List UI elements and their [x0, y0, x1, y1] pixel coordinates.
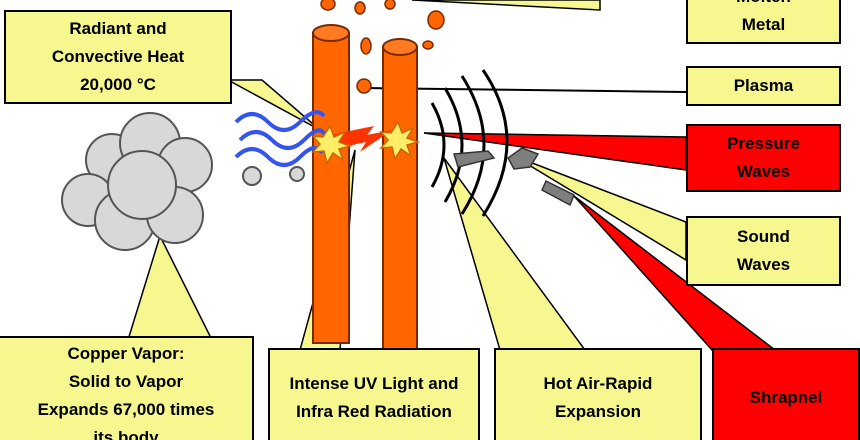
- arc-flash-left-icon: [311, 124, 353, 165]
- molten-metal-callout: Molten Metal: [686, 0, 841, 44]
- right-conductor: [382, 38, 418, 353]
- copper-vapor-pointer: [126, 233, 214, 341]
- copper-vapor-callout: Copper Vapor: Solid to Vapor Expands 67,…: [0, 336, 254, 440]
- uv-light-callout: Intense UV Light and Infra Red Radiation: [268, 348, 480, 440]
- heat-waves-icon: [234, 110, 326, 167]
- radiant-heat-pointer: [227, 79, 321, 131]
- radiant-heat-callout: Radiant and Convective Heat 20,000 °C: [4, 10, 232, 104]
- vapor-cloud: [61, 112, 305, 251]
- pressure-wave-arcs: [430, 69, 509, 217]
- pressure-waves-callout: Pressure Waves: [686, 124, 841, 192]
- molten-droplets: [320, 0, 445, 94]
- shrapnel-fragments: [453, 147, 575, 207]
- sound-waves-pointer: [513, 155, 687, 262]
- hot-air-callout: Hot Air-Rapid Expansion: [494, 348, 702, 440]
- sound-waves-callout: Sound Waves: [686, 216, 841, 286]
- plasma-callout: Plasma: [686, 66, 841, 106]
- arc-flash-right-icon: [379, 120, 421, 161]
- plasma-pointer: [364, 87, 687, 93]
- molten-metal-pointer: [411, 0, 601, 11]
- shrapnel-callout: Shrapnel: [712, 348, 860, 440]
- left-conductor: [312, 24, 350, 344]
